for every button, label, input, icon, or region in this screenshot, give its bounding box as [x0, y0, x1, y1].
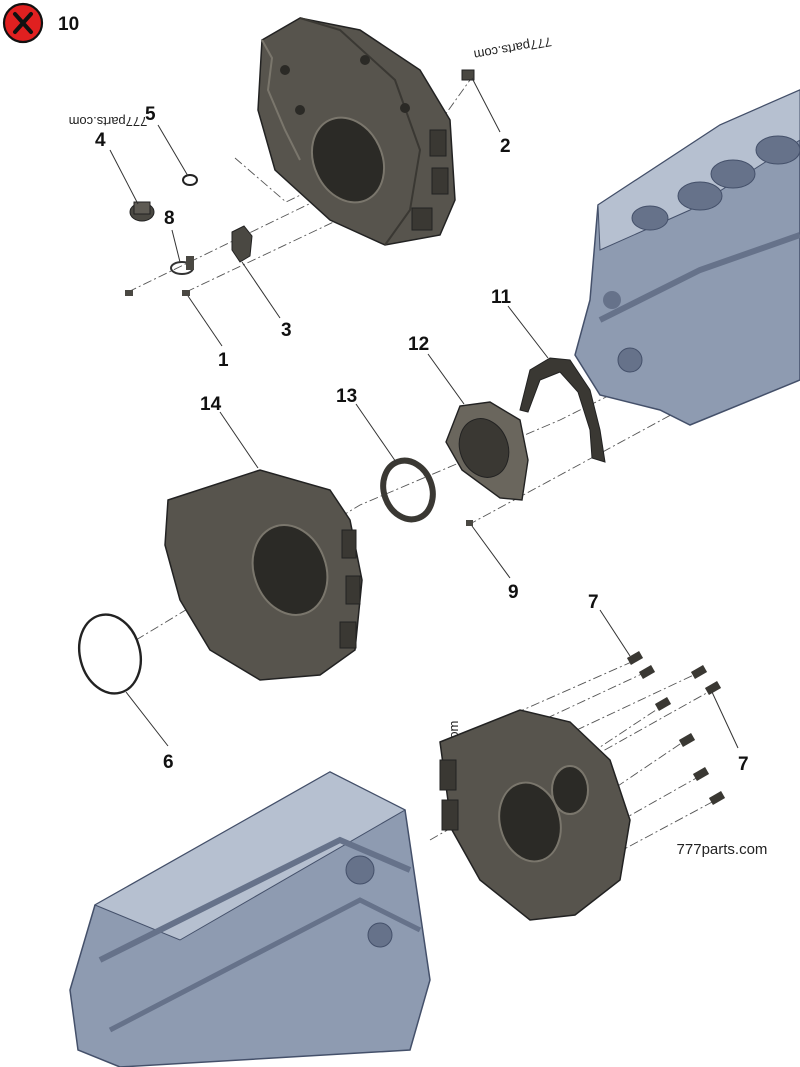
part-1-screw-b[interactable]	[125, 290, 133, 296]
part-4-plug[interactable]	[129, 201, 155, 222]
callout-1[interactable]: 1	[218, 350, 229, 371]
remove-badge[interactable]	[2, 2, 44, 44]
callout-7-top[interactable]: 7	[588, 592, 599, 613]
figure-number: 10	[58, 14, 79, 35]
bolt[interactable]	[654, 697, 672, 711]
housing-bore	[311, 116, 385, 204]
part-7-bolts[interactable]	[626, 651, 726, 805]
part-12-seal-carrier[interactable]	[445, 401, 529, 501]
engine-block-upper[interactable]	[574, 89, 800, 426]
bolt[interactable]	[626, 651, 644, 665]
part-2-nut[interactable]	[461, 69, 475, 81]
callout-4[interactable]: 4	[95, 130, 106, 151]
part-3-cover-plate[interactable]	[231, 225, 253, 263]
leader-lines	[109, 77, 739, 749]
flywheel-housing-upper[interactable]	[257, 17, 456, 246]
callout-6[interactable]: 6	[163, 752, 174, 773]
engine-block-lower[interactable]	[69, 771, 431, 1067]
part-6-o-ring[interactable]	[71, 608, 150, 701]
callout-12[interactable]: 12	[408, 334, 429, 355]
part-13-ring[interactable]	[375, 454, 441, 527]
callouts: 4 5 8 3 1 2 11 12 13 14 9 6 7 7	[95, 104, 749, 775]
part-8-clip[interactable]	[170, 256, 194, 275]
bolt[interactable]	[678, 733, 696, 747]
callout-2[interactable]: 2	[500, 136, 511, 157]
bolt[interactable]	[708, 791, 726, 805]
callout-5[interactable]: 5	[145, 104, 156, 125]
bolt[interactable]	[690, 665, 708, 679]
part-9-screw[interactable]	[466, 520, 473, 526]
callout-3[interactable]: 3	[281, 320, 292, 341]
watermark-bottom-right: 777parts.com	[677, 841, 768, 858]
callout-7-right[interactable]: 7	[738, 754, 749, 775]
part-14-flywheel-housing[interactable]	[164, 469, 363, 681]
callout-8[interactable]: 8	[164, 208, 175, 229]
part-1-screw[interactable]	[182, 290, 190, 296]
bolt[interactable]	[638, 665, 656, 679]
bolt[interactable]	[704, 681, 722, 695]
part-11-gasket[interactable]	[519, 357, 606, 463]
watermark-top-left: 777parts.com	[69, 114, 148, 129]
callout-9[interactable]: 9	[508, 582, 519, 603]
x-mark	[13, 12, 33, 34]
callout-13[interactable]: 13	[336, 386, 357, 407]
bolt[interactable]	[692, 767, 710, 781]
watermark-top-right: 777parts.com	[473, 34, 553, 62]
flywheel-housing-lower[interactable]	[439, 709, 631, 921]
callout-11[interactable]: 11	[491, 287, 512, 308]
callout-14[interactable]: 14	[200, 394, 222, 415]
part-5-o-ring[interactable]	[182, 174, 198, 186]
